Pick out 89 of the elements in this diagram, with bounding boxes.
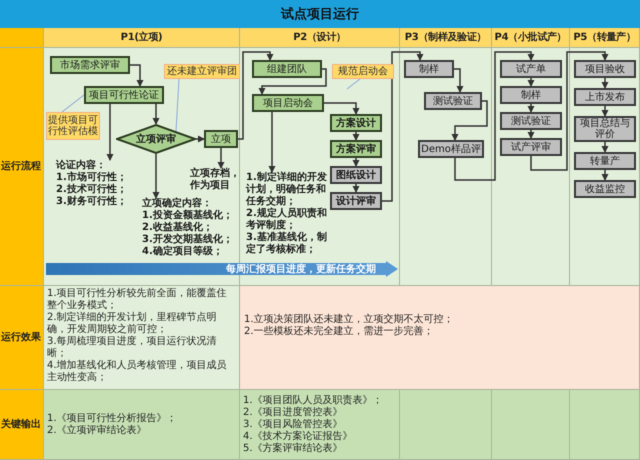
process-box: 方案设计 <box>330 114 382 132</box>
arrow <box>106 104 114 161</box>
process-box: 项目可行性论证 <box>84 86 164 104</box>
list-item: 2.一些模板还未完全建立，需进一步完善； <box>244 326 435 338</box>
callout-note: 还未建立评审团 <box>164 64 240 79</box>
arrow <box>152 154 160 199</box>
list-item: 5.《方案评审结论表》 <box>243 442 344 454</box>
process-box: 市场需求评审 <box>50 56 130 74</box>
arrow <box>528 130 534 139</box>
list-item: 1.项目可行性分析较先前全面，能覆盖住整个业务模式； <box>47 288 228 312</box>
process-box: 制样 <box>500 86 562 104</box>
list-item: 4.确定项目等级； <box>142 246 224 258</box>
column-header: P1(立项) <box>44 28 240 48</box>
process-box: 上市发布 <box>574 88 636 106</box>
process-box: 试产单 <box>500 60 562 78</box>
banner-arrow: 每周汇报项目进度，更新任务交期 <box>46 261 398 277</box>
process-box: 项目总结与评价 <box>574 116 636 142</box>
arrow <box>530 51 608 171</box>
list-item: 2.制定详细的开发计划，里程碑节点明确，开发周期较之前可控； <box>47 312 218 336</box>
process-box: 收益监控 <box>574 180 636 198</box>
process-box: 转量产 <box>574 152 636 170</box>
process-box: 项目验收 <box>574 60 636 78</box>
list-item: 1.制定详细的开发计划，明确任务和任务交期； <box>246 172 328 207</box>
process-box: 立项 <box>204 130 238 148</box>
list-item: 4.《技术方案论证报告》 <box>243 430 354 442</box>
arrow <box>452 100 488 141</box>
list-item: 1.《项目团队人员及职责表》； <box>243 394 384 406</box>
list-heading: 立项确定内容： <box>142 198 213 209</box>
list-heading: 论证内容： <box>56 160 107 171</box>
title: 试点项目运行 <box>281 6 359 23</box>
list-item: 2.《立项评审结论表》 <box>47 424 148 436</box>
leader-line <box>62 94 84 112</box>
list-item: 1.市场可行性； <box>56 172 128 184</box>
arrow <box>454 51 534 181</box>
process-box: 方案评审 <box>330 140 382 158</box>
callout-note: 提供项目可行性评估模 <box>46 112 100 140</box>
arrow <box>602 170 608 181</box>
list-item: 4.增加基线化和人员考核管理，项目成员主动性变高； <box>47 360 228 384</box>
arrow <box>602 78 608 89</box>
list-item: 1.投资金额基线化； <box>142 210 234 222</box>
arrow <box>238 51 274 140</box>
column-header: P3（制样及验证） <box>400 28 492 48</box>
arrow <box>602 142 608 153</box>
arrow <box>130 64 144 87</box>
arrow <box>602 106 608 117</box>
arrow <box>268 112 276 173</box>
leader-line <box>346 78 360 90</box>
process-box: 组建团队 <box>252 60 322 78</box>
row-header: 关键输出 <box>0 390 44 460</box>
arrow <box>152 104 160 125</box>
list-item: 3.每周梳理项目进度，项目运行状况清晰； <box>47 336 218 360</box>
leader-line <box>176 78 180 132</box>
list-item: 1.立项决策团队还未建立，立项交期不太可控； <box>244 314 455 326</box>
arrow <box>352 132 360 141</box>
process-box: 测试验证 <box>424 92 482 110</box>
list-item: 3.基准基线化，制定了考核标准； <box>246 232 328 256</box>
process-box: 试产评审 <box>500 138 562 156</box>
process-box: Demo样品评 <box>418 140 484 158</box>
arrow <box>218 148 224 169</box>
column-header: P2（设计） <box>240 28 400 48</box>
list-item: 2.《项目进度管控表》 <box>243 406 344 418</box>
annotation-text: 立项存档，作为项目 <box>190 168 240 194</box>
list-item: 2.技术可行性； <box>56 184 128 196</box>
arrow <box>196 136 205 142</box>
row-header: 运行效果 <box>0 286 44 390</box>
process-box: 项目启动会 <box>252 94 324 112</box>
decision-diamond: 立项评审 <box>116 124 196 154</box>
list-item: 3.《项目风险管控表》 <box>243 418 344 430</box>
list-item: 2.规定人员职责和考评制度； <box>246 208 328 232</box>
arrow <box>352 184 360 193</box>
arrow <box>352 158 360 167</box>
list-item: 1.《项目可行性分析报告》； <box>47 412 178 424</box>
arrow <box>258 68 327 95</box>
arrow <box>454 68 464 93</box>
arrow <box>528 78 534 87</box>
column-header: P4（小批试产） <box>492 28 570 48</box>
arrow <box>324 102 360 115</box>
arrow <box>528 104 534 113</box>
column-header: P5（转量产） <box>570 28 640 48</box>
process-box: 设计评审 <box>330 192 382 210</box>
list-item: 3.财务可行性； <box>56 196 128 208</box>
process-box: 图纸设计 <box>330 166 382 184</box>
process-box: 测试验证 <box>500 112 562 130</box>
list-item: 2.收益基线化； <box>142 222 214 233</box>
process-box: 制样 <box>404 60 454 78</box>
arrow <box>382 51 424 202</box>
callout-note: 规范启动会 <box>332 64 394 79</box>
row-header: 运行流程 <box>0 48 44 286</box>
list-item: 3.开发交期基线化； <box>142 234 234 245</box>
